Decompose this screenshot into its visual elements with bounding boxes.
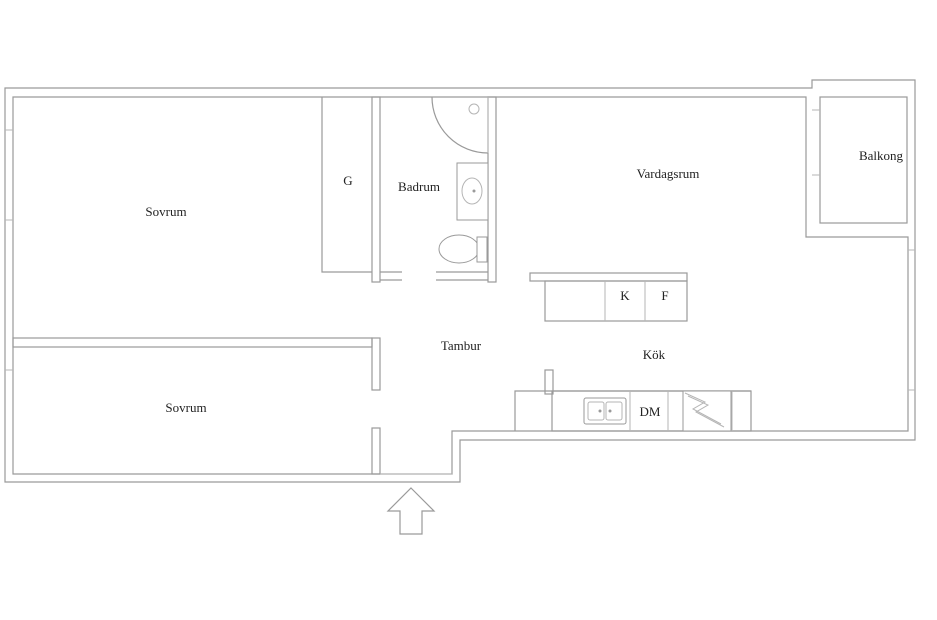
kitchen-sink-icon xyxy=(583,397,627,425)
room-label-kok: Kök xyxy=(643,347,666,362)
wardrobe xyxy=(321,96,402,283)
room-label-sovrum-lower: Sovrum xyxy=(165,400,206,415)
entrance-arrow-icon xyxy=(380,473,452,535)
outer-walls xyxy=(4,79,916,483)
balcony-outline xyxy=(812,96,908,224)
room-label-sovrum-upper: Sovrum xyxy=(145,204,186,219)
room-label-garderob: G xyxy=(343,173,352,188)
washbasin-icon xyxy=(456,162,489,221)
stove-icon xyxy=(682,390,732,432)
bedroom-divider-wall xyxy=(12,337,381,475)
room-label-balkong: Balkong xyxy=(859,148,904,163)
kitchen-counter xyxy=(514,390,752,432)
room-label-badrum: Badrum xyxy=(398,179,440,194)
toilet-icon xyxy=(438,234,488,264)
room-label-vardagsrum: Vardagsrum xyxy=(637,166,700,181)
fixture-label-frys: F xyxy=(661,288,668,303)
fixture-label-diskmaskin: DM xyxy=(640,404,661,419)
shower-icon xyxy=(431,96,489,154)
room-label-tambur: Tambur xyxy=(441,338,482,353)
fixture-label-kyl: K xyxy=(620,288,630,303)
fridge-freezer-counter xyxy=(529,272,688,322)
kitchen-wall-stub xyxy=(544,369,554,395)
